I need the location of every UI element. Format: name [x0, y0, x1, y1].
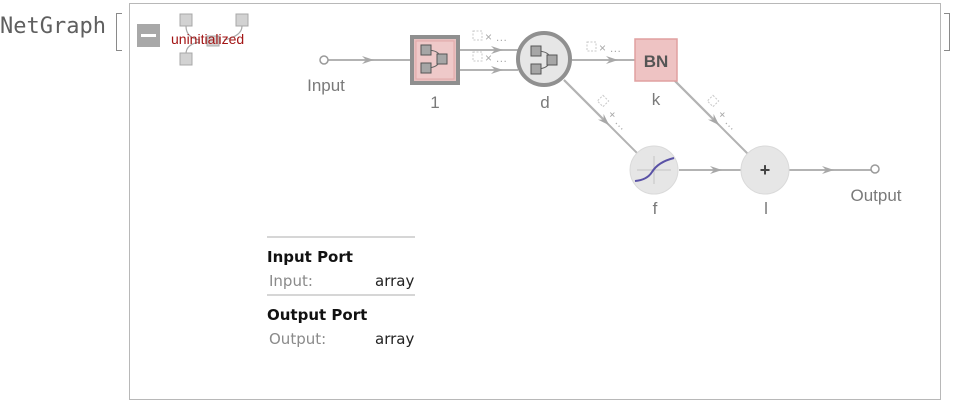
port-value: array [375, 330, 415, 348]
node-k-label: k [652, 90, 661, 109]
node-l[interactable]: + [740, 145, 790, 195]
plus-icon: + [760, 160, 771, 180]
collapse-button[interactable] [137, 24, 160, 47]
uninitialized-status: uninitialized [171, 31, 245, 47]
port-row: Output: array [267, 326, 415, 352]
edge-shape-label: × … [599, 41, 621, 55]
output-port-icon[interactable] [870, 164, 880, 174]
node-1-label: 1 [430, 93, 439, 112]
sigmoid-icon [634, 156, 675, 184]
container-icon [420, 44, 448, 74]
edge-k-l-arrow [673, 79, 720, 126]
netgraph-head: NetGraph [0, 14, 106, 39]
node-d-label: d [540, 93, 549, 112]
right-bracket [944, 13, 950, 51]
edge-shape-label-plus: + … [715, 107, 741, 133]
edge-shape-label: × … [485, 30, 507, 44]
graph-thumbnail-icon [179, 13, 249, 66]
divider [267, 294, 415, 296]
port-row: Input: array [267, 268, 415, 294]
port-value: array [375, 272, 415, 290]
port-key: Input: [269, 272, 313, 290]
ports-table: Input Port Input: array Output Port Outp… [267, 236, 415, 352]
output-port-label: Output [850, 186, 901, 205]
edge-d-f-arrow [563, 79, 610, 126]
input-port-icon[interactable] [319, 55, 329, 65]
edge-shape-label-plus: + … [605, 107, 631, 133]
input-port-label: Input [307, 76, 345, 95]
node-f[interactable] [629, 145, 679, 195]
edge-shape-label: × … [485, 51, 507, 65]
edge-shape-annotations: × … × … × … + … + … [472, 30, 741, 133]
batchnorm-icon: BN [644, 52, 669, 71]
node-k[interactable]: BN [634, 38, 678, 82]
divider [267, 236, 415, 238]
output-port-section-title: Output Port [267, 306, 368, 324]
input-port-section-title: Input Port [267, 248, 353, 266]
node-l-label: l [764, 199, 768, 218]
container-icon [530, 45, 558, 75]
node-d[interactable] [516, 31, 572, 87]
minus-icon [141, 34, 156, 37]
node-1[interactable] [410, 35, 460, 85]
left-bracket [116, 13, 122, 51]
port-key: Output: [269, 330, 327, 348]
node-f-label: f [653, 199, 658, 218]
